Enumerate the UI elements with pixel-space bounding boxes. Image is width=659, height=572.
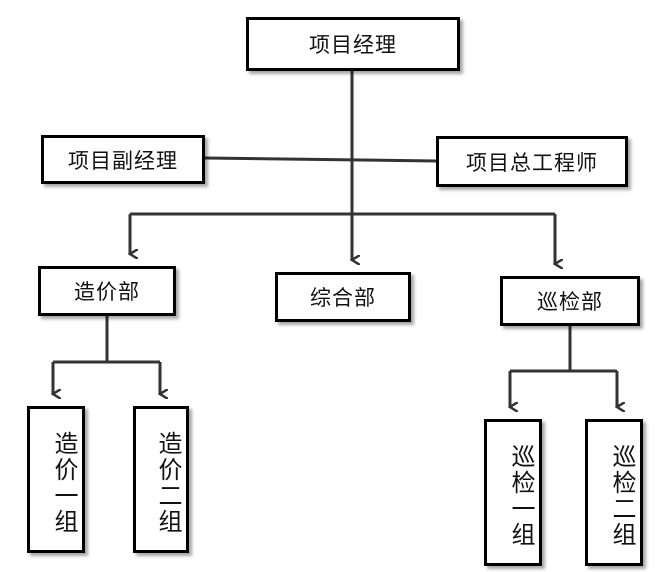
node-inspection-group-1-label: 巡检一组 — [507, 443, 535, 548]
node-inspection-group-1: 巡检一组 — [484, 419, 542, 566]
node-general-department: 综合部 — [275, 272, 411, 322]
connector-deputy-chief — [204, 156, 437, 163]
node-cost-department: 造价部 — [38, 266, 176, 316]
node-inspection-group-2: 巡检二组 — [585, 419, 643, 566]
node-cost-group-2: 造价二组 — [133, 406, 189, 553]
node-inspection-group-2-label: 巡检二组 — [608, 443, 636, 548]
node-inspection-department-label: 巡检部 — [537, 290, 603, 314]
node-deputy-manager-label: 项目副经理 — [68, 148, 178, 173]
node-chief-engineer: 项目总工程师 — [436, 136, 628, 187]
node-cost-department-label: 造价部 — [74, 280, 140, 304]
node-deputy-manager: 项目副经理 — [41, 135, 205, 184]
node-cost-group-1: 造价一组 — [27, 406, 85, 553]
node-project-manager: 项目经理 — [246, 17, 460, 71]
node-general-department-label: 综合部 — [310, 286, 376, 310]
node-chief-engineer-label: 项目总工程师 — [466, 150, 598, 175]
node-cost-group-2-label: 造价二组 — [154, 430, 182, 535]
node-cost-group-1-label: 造价一组 — [50, 430, 78, 535]
node-project-manager-label: 项目经理 — [309, 33, 397, 57]
node-inspection-department: 巡检部 — [500, 276, 640, 326]
